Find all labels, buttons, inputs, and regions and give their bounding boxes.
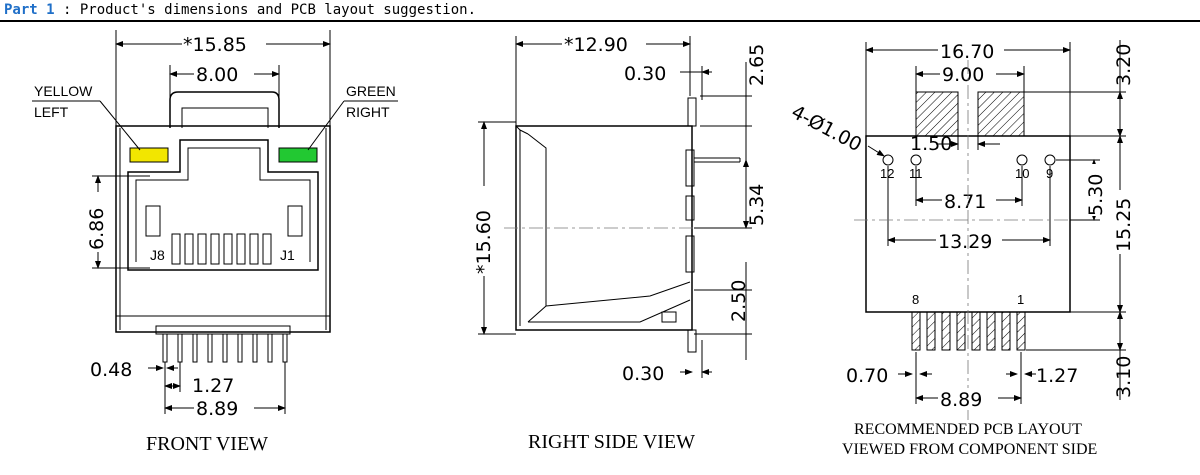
pcb-hole-10 xyxy=(1016,154,1028,166)
pcb-total-height-dim: 15.25 xyxy=(1113,198,1135,252)
front-pin-span-dim: 8.89 xyxy=(196,398,238,420)
pcb-pin-pads xyxy=(911,311,1026,351)
led-right-label-1: GREEN xyxy=(346,83,396,99)
pcb-layout: 16.70 9.00 1.50 4-Ø1.00 12 11 10 9 xyxy=(788,40,1135,458)
header-title: : Product's dimensions and PCB layout su… xyxy=(54,2,477,18)
pcb-hole-note: 4-Ø1.00 xyxy=(788,101,866,156)
header-text: Part 1 : Product's dimensions and PCB la… xyxy=(4,2,476,18)
pcb-caption-line1: RECOMMENDED PCB LAYOUT xyxy=(854,421,1082,438)
pcb-led-pitch-inner-dim: 8.71 xyxy=(944,191,986,213)
pcb-led-row-dim: 5.30 xyxy=(1085,174,1107,216)
pin-j8-label: J8 xyxy=(150,247,165,263)
side-bottom-offset-dim: 0.30 xyxy=(622,363,664,385)
pcb-hole-11 xyxy=(910,154,922,166)
pcb-led-pitch-outer-dim: 13.29 xyxy=(938,231,992,253)
pcb-pin-8: 8 xyxy=(912,292,919,307)
led-left-label-2: LEFT xyxy=(34,104,69,120)
side-bottom-height-dim: 2.50 xyxy=(728,280,750,322)
side-depth-dim: *12.90 xyxy=(564,34,628,56)
front-pin-width-dim: 0.48 xyxy=(90,359,132,381)
header-part: Part 1 xyxy=(4,2,55,18)
front-view: *15.85 8.00 YELLOW LEFT GREEN RIGHT xyxy=(32,30,398,455)
pcb-width-dim: 16.70 xyxy=(940,41,994,63)
pcb-pad-span-dim: 9.00 xyxy=(942,64,984,86)
front-pins xyxy=(162,333,288,363)
pcb-pin-dia-dim: 0.70 xyxy=(846,365,888,387)
front-height-dim: 6.86 xyxy=(86,208,108,250)
led-left-label-1: YELLOW xyxy=(34,83,93,99)
side-mid-height-dim: 5.34 xyxy=(746,184,768,226)
side-height-dim: *15.60 xyxy=(473,210,495,274)
front-pin-pitch-dim: 1.27 xyxy=(192,375,234,397)
pin-j1-label: J1 xyxy=(280,247,295,263)
led-right-label-2: RIGHT xyxy=(346,104,390,120)
front-width-dim: *15.85 xyxy=(183,34,247,56)
side-top-height-dim: 2.65 xyxy=(746,44,768,86)
pcb-pad-left xyxy=(915,91,959,137)
pcb-pin-1: 1 xyxy=(1017,292,1024,307)
header-bar: Part 1 : Product's dimensions and PCB la… xyxy=(0,0,1200,22)
side-top-offset-dim: 0.30 xyxy=(624,63,666,85)
pcb-top-offset-dim: 3.20 xyxy=(1113,44,1135,86)
pcb-pin-span-dim: 8.89 xyxy=(940,389,982,411)
pcb-pin-pitch-dim: 1.27 xyxy=(1036,365,1078,387)
pcb-hole-12 xyxy=(882,154,894,166)
pcb-caption-line2: VIEWED FROM COMPONENT SIDE xyxy=(842,441,1097,458)
side-view: *12.90 0.30 2.65 *1 xyxy=(470,33,768,453)
front-view-caption: FRONT VIEW xyxy=(146,433,268,455)
pcb-pin-12: 12 xyxy=(880,166,894,181)
pcb-pad-right xyxy=(977,91,1025,137)
green-led xyxy=(278,147,318,163)
yellow-led xyxy=(129,147,169,163)
front-top-width-dim: 8.00 xyxy=(196,64,238,86)
pcb-hole-9 xyxy=(1044,154,1056,166)
side-view-caption: RIGHT SIDE VIEW xyxy=(528,431,695,453)
pcb-bottom-offset-dim: 3.10 xyxy=(1113,356,1135,398)
pcb-pad-gap-dim: 1.50 xyxy=(910,133,952,155)
front-contacts xyxy=(171,233,272,265)
